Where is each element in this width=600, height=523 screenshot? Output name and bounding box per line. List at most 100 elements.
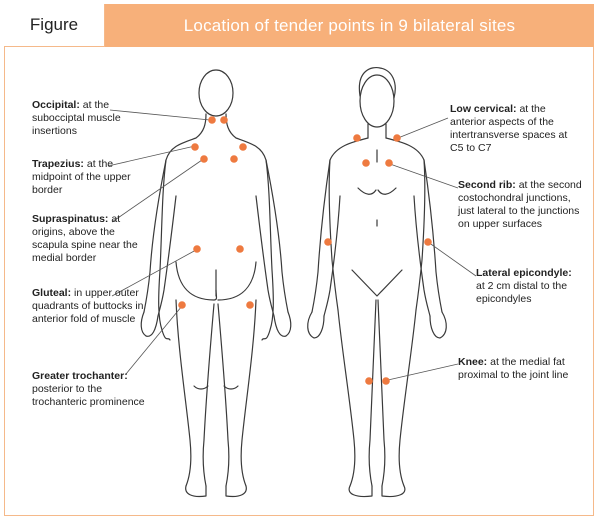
label-trochanter-term: Greater trochanter: — [32, 370, 128, 382]
label-knee-term: Knee: — [458, 356, 488, 368]
back-right-buttock — [217, 261, 257, 301]
tender-point-cervical-right — [393, 134, 401, 142]
tender-point-trapezius-right — [239, 143, 247, 151]
front-right-chest — [377, 187, 397, 195]
label-supraspinatus: Supraspinatus: at origins, above the sca… — [32, 213, 150, 265]
label-knee: Knee: at the medial fat proximal to the … — [458, 356, 584, 382]
label-gluteal-desc: in upper outer quadrants of buttocks in … — [32, 287, 144, 325]
tender-point-trapezius-left — [191, 143, 199, 151]
back-right-leg-outer — [240, 299, 257, 487]
leader-epicondyle — [427, 241, 477, 277]
back-left-arm-outer — [143, 159, 167, 313]
tender-point-cervical-left — [353, 134, 361, 142]
back-left-side — [158, 113, 207, 341]
label-epicondyle-desc: at 2 cm distal to the epicondyles — [476, 280, 568, 305]
back-right-side — [225, 113, 274, 341]
label-knee-desc: at the medial fat proximal to the joint … — [458, 356, 569, 381]
front-left-leg-outer — [337, 309, 356, 487]
label-epicondyle: Lateral epicondyle: at 2 cm distal to th… — [476, 267, 582, 306]
front-right-arm-outer — [423, 159, 443, 313]
label-rib: Second rib: at the second costochondral … — [458, 179, 582, 231]
front-left-side — [328, 137, 369, 311]
back-figure — [140, 69, 292, 498]
label-rib-desc: at the second costochondral junctions, j… — [458, 179, 582, 230]
figure-tag-label: Figure — [29, 15, 79, 34]
back-left-leg-outer — [175, 299, 192, 487]
label-occipital-desc: at the subocciptal muscle insertions — [32, 99, 121, 137]
front-left-arm-outer — [311, 159, 331, 313]
tender-point-gluteal-right — [236, 245, 244, 253]
leader-rib — [389, 163, 459, 189]
figure-tag: Figure — [4, 4, 105, 47]
label-gluteal: Gluteal: in upper outer quadrants of but… — [32, 287, 150, 326]
leader-occipital — [109, 109, 211, 121]
back-right-knee-crease — [223, 385, 239, 390]
front-left-foot — [348, 485, 373, 498]
tender-point-gluteal-left — [193, 245, 201, 253]
front-right-hand — [429, 311, 447, 339]
leader-lines — [107, 109, 477, 381]
tender-point-knee-right — [382, 377, 390, 385]
leader-knee — [387, 363, 459, 381]
figure-title-banner: Location of tender points in 9 bilateral… — [105, 4, 594, 47]
tender-point-epicondyle-left — [324, 238, 332, 246]
front-right-leg-inner — [377, 299, 386, 487]
back-right-arm-outer — [265, 159, 289, 313]
label-cervical-desc: at the anterior aspects of the intertran… — [450, 103, 568, 154]
label-epicondyle-term: Lateral epicondyle: — [476, 267, 572, 279]
label-supraspinatus-desc: at origins, above the scapula spine near… — [32, 213, 138, 264]
front-head — [359, 74, 395, 128]
label-occipital-term: Occipital: — [32, 99, 80, 111]
label-trapezius: Trapezius: at the midpoint of the upper … — [32, 158, 150, 197]
front-right-leg-outer — [398, 309, 417, 487]
tender-point-trochanter-right — [246, 301, 254, 309]
back-left-arm-inner — [157, 195, 177, 317]
leader-gluteal — [111, 249, 197, 297]
label-trochanter: Greater trochanter: posterior to the tro… — [32, 370, 152, 409]
back-right-arm-inner — [255, 195, 275, 317]
front-pelvis — [351, 269, 403, 297]
back-right-leg-inner — [217, 303, 230, 487]
front-left-chest — [357, 187, 377, 195]
back-left-knee-crease — [193, 385, 209, 390]
back-left-foot — [185, 485, 207, 498]
tender-point-supraspinatus-right — [230, 155, 238, 163]
tender-point-occipital-right — [220, 116, 228, 124]
label-rib-term: Second rib: — [458, 179, 516, 191]
back-right-hand — [273, 311, 292, 337]
tender-point-trochanter-left — [178, 301, 186, 309]
label-cervical-term: Low cervical: — [450, 103, 517, 115]
front-left-hand — [307, 311, 325, 339]
tender-points — [178, 116, 432, 385]
back-left-hand — [140, 311, 159, 337]
front-right-arm-inner — [413, 195, 431, 317]
label-trochanter-desc: posterior to the trochanteric prominence — [32, 383, 145, 408]
front-right-foot — [381, 485, 406, 498]
front-figure — [307, 66, 447, 498]
tender-point-knee-left — [365, 377, 373, 385]
back-head — [198, 69, 234, 117]
back-right-foot — [225, 485, 247, 498]
label-gluteal-term: Gluteal: — [32, 287, 72, 299]
leader-trochanter — [125, 305, 183, 375]
front-left-leg-inner — [368, 299, 377, 487]
leader-cervical — [397, 117, 449, 139]
label-trapezius-desc: at the midpoint of the upper border — [32, 158, 131, 196]
tender-point-occipital-left — [208, 116, 216, 124]
label-occipital: Occipital: at the subocciptal muscle ins… — [32, 99, 150, 138]
tender-point-rib-left — [362, 159, 370, 167]
figure-title: Location of tender points in 9 bilateral… — [183, 15, 516, 35]
back-left-leg-inner — [202, 303, 215, 487]
tender-point-supraspinatus-left — [200, 155, 208, 163]
front-left-arm-inner — [323, 195, 341, 317]
leader-supraspinatus — [111, 159, 203, 223]
label-trapezius-term: Trapezius: — [32, 158, 84, 170]
label-cervical: Low cervical: at the anterior aspects of… — [450, 103, 578, 155]
front-right-side — [385, 137, 426, 311]
front-hair — [358, 66, 396, 99]
back-left-buttock — [175, 261, 218, 301]
tender-point-epicondyle-right — [424, 238, 432, 246]
label-supraspinatus-term: Supraspinatus: — [32, 213, 109, 225]
tender-point-rib-right — [385, 159, 393, 167]
